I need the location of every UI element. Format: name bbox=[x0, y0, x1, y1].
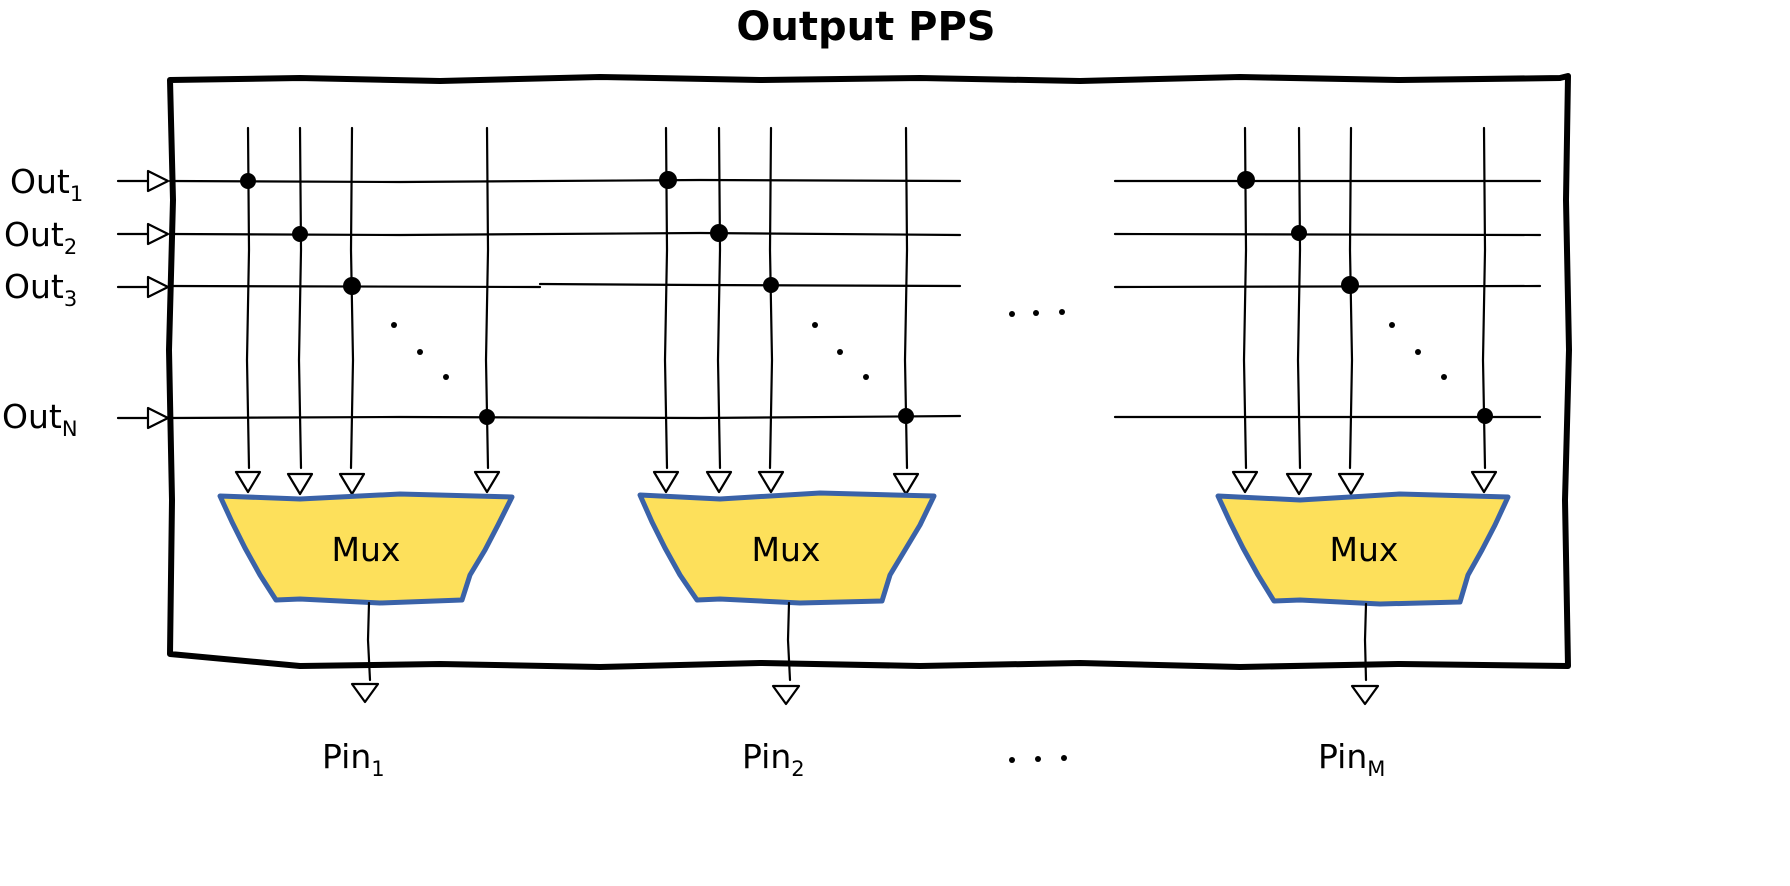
mux-label-2: Mux bbox=[752, 530, 821, 569]
mux-input-arrow-3-2 bbox=[1285, 472, 1313, 496]
mux-label-3: Mux bbox=[1330, 530, 1399, 569]
output-label-pin-2: Pin2 bbox=[742, 737, 805, 781]
junction-dot-1-1 bbox=[240, 173, 256, 189]
input-label-out-3: Out3 bbox=[4, 267, 77, 311]
input-arrow-out-1 bbox=[146, 169, 170, 193]
junction-dot-3-1 bbox=[1237, 171, 1255, 189]
input-arrow-out-n bbox=[146, 406, 170, 430]
output-label-pin-m: PinM bbox=[1318, 737, 1385, 781]
pps-frame bbox=[166, 73, 1572, 670]
ellipsis-horizontal-middle bbox=[1009, 309, 1065, 317]
output-arrow-2 bbox=[771, 684, 801, 706]
input-label-out-2: Out2 bbox=[4, 215, 77, 259]
input-arrows bbox=[146, 169, 170, 430]
junction-dot-2-1 bbox=[659, 171, 677, 189]
output-arrow-3 bbox=[1350, 684, 1380, 706]
mux-input-arrow-1-n bbox=[473, 470, 501, 494]
junction-dot-2-2 bbox=[710, 224, 728, 242]
input-label-out-n: OutN bbox=[2, 397, 78, 441]
mux-input-arrow-3-1 bbox=[1231, 470, 1259, 494]
vertical-taps-1 bbox=[245, 126, 490, 470]
output-line-2 bbox=[786, 601, 792, 682]
junction-dot-3-3 bbox=[1341, 276, 1359, 294]
mux-2 bbox=[637, 490, 937, 606]
junction-dot-2-3 bbox=[763, 277, 779, 293]
output-line-1 bbox=[366, 601, 372, 682]
mux-input-arrow-1-2 bbox=[286, 472, 314, 496]
diagram-title: Output PPS bbox=[736, 4, 995, 50]
mux-group-3: Mux bbox=[1215, 126, 1511, 706]
mux-group-1: Mux bbox=[217, 126, 515, 704]
tap-line-1-3 bbox=[349, 126, 355, 470]
tap-line-3-3 bbox=[1348, 126, 1354, 470]
tap-line-1-1 bbox=[245, 126, 251, 470]
tap-line-2-1 bbox=[663, 126, 669, 470]
tap-line-1-2 bbox=[297, 126, 303, 470]
bus-line-out-3 bbox=[116, 282, 1542, 289]
junction-dot-3-2 bbox=[1291, 225, 1307, 241]
mux-1 bbox=[217, 491, 515, 606]
bus-line-out-2 bbox=[116, 231, 1542, 237]
mux-input-arrow-2-1 bbox=[652, 470, 680, 494]
ellipsis-horizontal-bottom bbox=[1009, 755, 1067, 763]
mux-input-arrow-3-n bbox=[1470, 470, 1498, 494]
mux-input-arrow-3-3 bbox=[1337, 472, 1365, 496]
mux-input-arrow-2-2 bbox=[705, 470, 733, 494]
junction-dot-1-2 bbox=[292, 226, 308, 242]
output-arrow-1 bbox=[350, 682, 380, 704]
ellipsis-diagonal-1 bbox=[391, 322, 449, 380]
tap-line-3-2 bbox=[1296, 126, 1302, 470]
mux-group-2: Mux bbox=[637, 126, 937, 706]
junction-dot-2-n bbox=[898, 408, 914, 424]
junction-dot-1-3 bbox=[343, 277, 361, 295]
tap-line-2-2 bbox=[716, 126, 722, 470]
tap-line-3-1 bbox=[1242, 126, 1248, 470]
input-bus-lines bbox=[116, 178, 1542, 420]
mux-3 bbox=[1215, 491, 1511, 607]
input-label-out-1: Out1 bbox=[10, 162, 83, 206]
mux-input-arrow-2-3 bbox=[757, 470, 785, 494]
ellipsis-diagonal-3 bbox=[1389, 322, 1447, 380]
junction-dot-1-n bbox=[479, 409, 495, 425]
bus-line-out-n bbox=[116, 414, 1542, 420]
mux-label-1: Mux bbox=[332, 530, 401, 569]
mux-input-arrow-2-n bbox=[892, 472, 920, 496]
input-arrow-out-3 bbox=[146, 275, 170, 299]
ellipsis-diagonal-2 bbox=[812, 322, 869, 380]
junction-dot-3-n bbox=[1477, 408, 1493, 424]
tap-line-2-3 bbox=[768, 126, 774, 470]
output-line-3 bbox=[1363, 602, 1368, 682]
mux-input-arrow-1-3 bbox=[338, 472, 366, 496]
bus-line-out-1 bbox=[116, 178, 1542, 184]
output-label-pin-1: Pin1 bbox=[322, 737, 385, 781]
input-arrow-out-2 bbox=[146, 222, 170, 246]
mux-input-arrow-1-1 bbox=[234, 470, 262, 494]
